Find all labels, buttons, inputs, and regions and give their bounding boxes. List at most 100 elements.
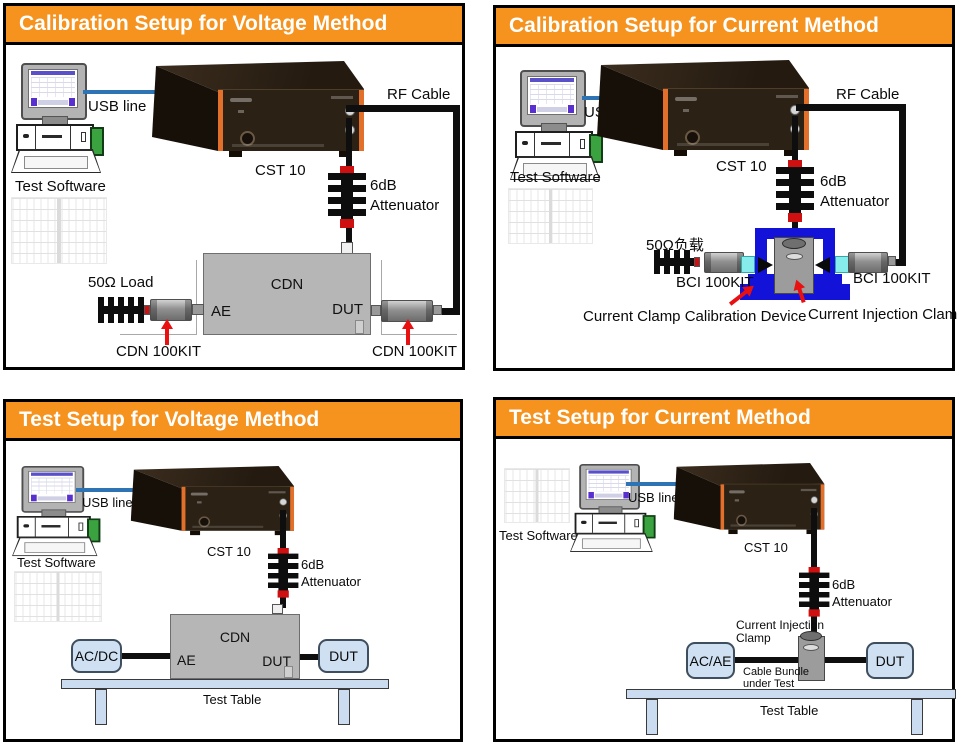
cst10-instrument-icon [151,61,364,158]
monitor-screen [28,470,76,503]
usb-cable [626,482,676,486]
kit-right-label: BCI 100KIT [853,270,931,287]
device-label: CST 10 [255,162,306,179]
load-label: 50Ω Load [88,274,154,291]
cdn-box: CDN AE DUT [170,614,300,679]
report-thumbnails [11,197,107,264]
cdn-top-connector [272,604,283,614]
rf-cable-label: RF Cable [387,86,451,103]
cdn-kit-adapter-left [150,299,192,321]
dut-cable [300,654,318,660]
attenuator-label-line1: 6dB [832,577,856,592]
rf-cable [892,259,906,266]
test-table-label: Test Table [760,703,819,718]
attenuator-icon [268,548,299,598]
dut-port-label: DUT [262,653,291,669]
kit-left-label: BCI 100KIT [676,274,754,291]
usb-line-label: USB line [82,495,133,510]
attenuator-icon [799,567,830,617]
acae-label: AC/AE [689,652,732,669]
device-label: CST 10 [716,158,767,175]
usb-cable [83,90,155,94]
acdc-box: AC/DC [71,639,122,673]
table-leg [911,699,923,735]
attenuator-label-line1: 6dB [370,177,397,194]
device-label: CST 10 [207,544,251,559]
computer-icon [11,63,104,173]
test-table [626,689,956,699]
monitor-screen [585,468,632,500]
panel-title: Calibration Setup for Current Method [496,8,952,47]
attenuator-label-line2: Attenuator [370,197,440,214]
bci-kit-adapter-right [848,252,888,273]
acae-box: AC/AE [686,642,735,679]
panel-cal-current: Calibration Setup for Current Method Tes… [493,5,957,371]
cdn-box: CDN AE DUT [203,253,371,335]
test-software-label: Test Software [510,169,601,186]
rf-cable [796,104,906,111]
cst10-instrument-icon [130,466,295,536]
current-clamp-calibration-fixture [740,226,850,300]
test-table-label: Test Table [203,692,262,707]
dut-box: DUT [866,642,914,679]
monitor-screen [28,69,78,108]
acdc-label: AC/DC [74,648,119,664]
panel-title: Test Setup for Current Method [496,400,952,439]
50ohm-load-icon [98,297,150,323]
pc-tower-icon [16,516,91,539]
cable-bundle-label-line1: Cable Bundle [743,666,810,678]
usb-line-label: USB line [88,98,147,115]
monitor-screen [527,76,577,115]
device-label: CST 10 [744,540,788,555]
dut-label: DUT [875,652,905,669]
fixture-port-right [835,256,849,273]
calibration-device-label: Current Clamp Calibration Device [583,308,807,325]
test-table [61,679,389,689]
pc-tower-icon [515,131,593,158]
table-leg [338,689,350,725]
panel-test-current: Test Setup for Current Method Test Softw… [493,397,956,742]
bci-kit-adapter-left [704,252,744,273]
panel-cal-voltage: Calibration Setup for Voltage Method Tes… [3,3,465,370]
monitor-icon [21,466,85,513]
table-leg [95,689,107,725]
pointer-arrow-icon [402,319,414,345]
panel-title: Test Setup for Voltage Method [6,402,460,441]
kit-right-label: CDN 100KIT [372,343,458,360]
cst10-instrument-icon [673,463,825,535]
ae-port-label: AE [211,303,232,320]
cdn-label: CDN [270,276,304,293]
computer-icon [510,70,603,180]
computer-icon [570,464,656,552]
rf-cable [438,308,455,315]
computer-icon [12,466,101,557]
report-thumbnails [508,188,593,244]
injection-clamp-label-line2: Clamp [736,631,771,645]
test-software-label: Test Software [17,555,96,570]
attenuator-label-line1: 6dB [820,173,847,190]
rf-cable [899,104,906,266]
cable-bundle-label-line2: under Test [743,678,795,690]
panel-title: Calibration Setup for Voltage Method [6,6,462,45]
kit-left-label: CDN 100KIT [116,343,202,360]
rf-cable [346,105,460,112]
attenuator-icon [328,166,366,228]
cst10-instrument-icon [596,60,809,157]
attenuator-label-line2: Attenuator [301,574,361,589]
usb-dongle-icon [589,134,603,163]
load-label: 50Ω负载 [646,237,704,254]
monitor-icon [21,63,87,120]
attenuator-icon [776,160,814,222]
usb-cable [76,488,134,492]
usb-dongle-icon [642,515,656,539]
rf-cable [453,105,460,315]
dut-box: DUT [318,639,369,673]
pointer-arrow-icon [161,319,173,345]
test-software-label: Test Software [15,178,106,195]
report-thumbnails [504,468,570,523]
pc-tower-icon [16,124,94,151]
50ohm-load-icon [654,250,700,274]
usb-dongle-icon [90,127,104,156]
test-software-label: Test Software [499,528,578,543]
